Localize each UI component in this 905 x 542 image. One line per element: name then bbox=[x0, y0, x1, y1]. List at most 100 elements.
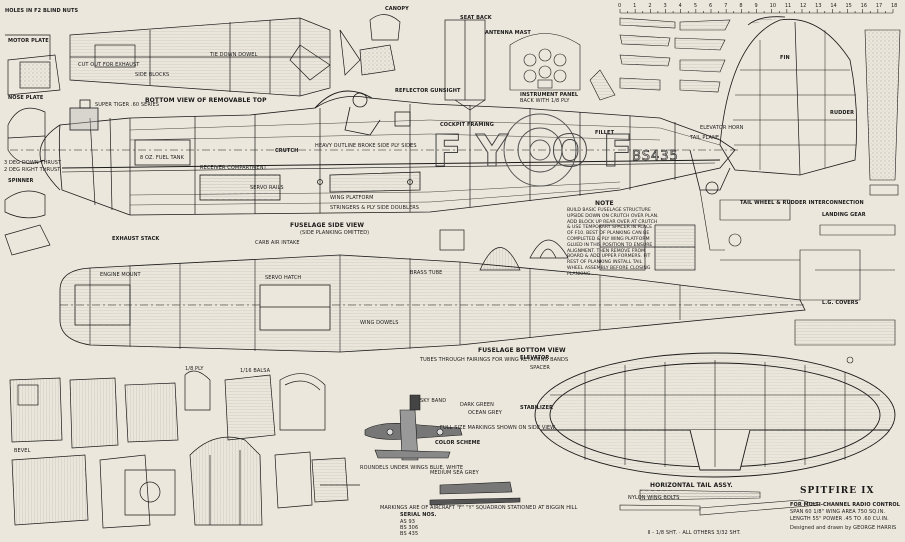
note-body: BUILD BASIC FUSELAGE STRUCTURE UPSIDE DO… bbox=[567, 208, 659, 277]
former-templates bbox=[9, 370, 360, 529]
ruler-number: 5 bbox=[694, 3, 697, 9]
label-dark-green: DARK GREEN bbox=[460, 402, 494, 408]
title-credit: Designed and drawn by GEORGE HARRIS bbox=[790, 525, 897, 531]
label-canopy: CANOPY bbox=[385, 6, 409, 12]
removable-top-bottom-view bbox=[5, 17, 331, 97]
label-blind-nuts: HOLES IN F2 BLIND NUTS bbox=[5, 8, 79, 14]
serial-3: BS 435 bbox=[400, 531, 419, 537]
ruler-number: 11 bbox=[785, 3, 791, 9]
label-reflector-sight: REFLECTOR GUNSIGHT bbox=[395, 88, 461, 94]
landing-gear-details bbox=[794, 29, 901, 364]
title-specs-2: LENGTH 55" POWER .45 TO .60 CU.IN. bbox=[790, 516, 889, 522]
nose-plate bbox=[7, 107, 46, 164]
label-nose-plate: NOSE PLATE bbox=[8, 95, 44, 101]
label-rudder: RUDDER bbox=[830, 110, 855, 116]
label-right-thrust: 2 DEG RIGHT THRUST bbox=[4, 167, 61, 173]
ruler-number: 3 bbox=[664, 3, 667, 9]
label-tie-down: TIE DOWN DOWEL bbox=[210, 52, 258, 58]
title-tail-wheel: TAIL WHEEL & RUDDER INTERCONNECTION bbox=[740, 200, 864, 206]
label-serials-header: SERIAL NOS. bbox=[400, 512, 437, 518]
label-exhaust-cutout: CUT OUT FOR EXHAUST bbox=[78, 62, 140, 68]
label-heavy-outline: HEAVY OUTLINE BROKE SIDE PLY SIDES bbox=[315, 143, 417, 149]
label-engine-mount: ENGINE MOUNT bbox=[100, 272, 141, 278]
squadron-code-letters: FY OF bbox=[432, 126, 647, 177]
label-instrument-back: BACK WITH 1/8 PLY bbox=[520, 98, 570, 104]
label-fin: FIN bbox=[780, 55, 790, 61]
label-antenna-mast: ANTENNA MAST bbox=[485, 30, 531, 36]
label-roundels: ROUNDELS UNDER WINGS BLUE, WHITE bbox=[360, 465, 464, 471]
label-exhaust-stack: EXHAUST STACK bbox=[112, 236, 160, 242]
ruler-number: 6 bbox=[709, 3, 712, 9]
ruler-number: 13 bbox=[815, 3, 821, 9]
ruler-number: 18 bbox=[891, 3, 897, 9]
ruler-number: 14 bbox=[830, 3, 836, 9]
ruler-number: 17 bbox=[876, 3, 882, 9]
ruler-number: 10 bbox=[770, 3, 776, 9]
title-horizontal-tail: HORIZONTAL TAIL ASSY. bbox=[650, 482, 733, 489]
label-side-blocks: SIDE BLOCKS bbox=[135, 72, 170, 78]
label-tube-through: TUBES THROUGH FAIRINGS FOR WING RETAININ… bbox=[420, 357, 569, 363]
label-balsa: 1/16 BALSA bbox=[240, 368, 271, 374]
label-air-intake: CARB AIR INTAKE bbox=[255, 240, 300, 246]
label-sheet-note: Ⅱ - 1/8 SHT. · ALL OTHERS 3/32 SHT. bbox=[648, 530, 741, 536]
fuselage-side-view bbox=[10, 90, 740, 216]
label-medium-grey: MEDIUM SEA GREY bbox=[430, 470, 479, 476]
fin-rudder bbox=[719, 16, 858, 176]
title-instrument-panel: INSTRUMENT PANEL bbox=[520, 92, 579, 98]
ruler-number: 9 bbox=[755, 3, 758, 9]
small-parts-top-right bbox=[589, 17, 731, 101]
label-elevator-horn: ELEVATOR HORN bbox=[700, 125, 744, 131]
label-wing-platform: WING PLATFORM bbox=[330, 195, 374, 201]
roundel bbox=[503, 113, 577, 187]
ruler-number: 0 bbox=[618, 3, 621, 9]
title-color-scheme: COLOR SCHEME bbox=[435, 440, 481, 446]
ruler-number: 7 bbox=[724, 3, 727, 9]
label-squadron-markings: MARKINGS ARE OF AIRCRAFT "F" "Y" SQUADRO… bbox=[380, 505, 578, 511]
title-fuselage-side: FUSELAGE SIDE VIEW bbox=[290, 222, 365, 229]
ruler-number: 15 bbox=[846, 3, 852, 9]
label-servo-hatch: SERVO HATCH bbox=[265, 275, 302, 281]
title-removable-top: BOTTOM VIEW OF REMOVABLE TOP bbox=[145, 97, 267, 104]
instrument-panel bbox=[509, 33, 581, 91]
color-scheme-planforms bbox=[364, 394, 521, 506]
label-sky-band: SKY BAND bbox=[420, 398, 447, 404]
title-landing-gear: LANDING GEAR bbox=[822, 212, 866, 218]
label-engine: SUPER TIGER .60 SERIES bbox=[95, 102, 160, 108]
title-fuselage-bottom: FUSELAGE BOTTOM VIEW bbox=[478, 347, 566, 354]
label-seat-back: SEAT BACK bbox=[460, 15, 492, 21]
ruler-number: 1 bbox=[633, 3, 636, 9]
subtitle-fuselage-side: (SIDE PLANKING OMITTED) bbox=[300, 230, 370, 236]
label-servo-rails: SERVO RAILS bbox=[250, 185, 284, 191]
title-main: SPITFIRE IX bbox=[800, 486, 875, 496]
cockpit-parts bbox=[289, 14, 486, 111]
note-title: NOTE bbox=[595, 200, 614, 207]
label-brass-tube: BRASS TUBE bbox=[410, 270, 443, 276]
label-ocean-grey: OCEAN GREY bbox=[468, 410, 502, 416]
serial-2: BS 306 bbox=[400, 525, 419, 531]
label-stabilizer: STABILIZER bbox=[520, 405, 554, 411]
label-cockpit-framing: COCKPIT FRAMING bbox=[440, 122, 494, 128]
label-stringers: STRINGERS & PLY SIDE DOUBLERS bbox=[330, 205, 420, 211]
ruler-number: 2 bbox=[648, 3, 651, 9]
fuselage-bottom-view bbox=[59, 254, 806, 353]
label-fillet: FILLET bbox=[595, 130, 615, 136]
serial-1: AS 93 bbox=[400, 519, 416, 525]
label-elevator: ELEVATOR bbox=[520, 355, 550, 361]
ruler-number: 8 bbox=[739, 3, 742, 9]
label-wing-dowels: WING DOWELS bbox=[360, 320, 399, 326]
aircraft-serial: BS435 bbox=[632, 149, 679, 164]
label-motor-plate: MOTOR PLATE bbox=[8, 38, 49, 44]
label-receiver: RECEIVER COMPARTMENT bbox=[200, 165, 267, 171]
label-wing-bolts: NYLON WING BOLTS bbox=[628, 495, 680, 501]
label-spacer: SPACER bbox=[530, 365, 550, 371]
label-bevel: BEVEL bbox=[14, 448, 31, 454]
tail-wheel-assembly bbox=[699, 189, 800, 261]
horizontal-tail-assembly bbox=[534, 352, 896, 478]
ruler-number: 16 bbox=[861, 3, 867, 9]
label-ply-sheet: 1/8 PLY bbox=[185, 366, 204, 372]
wing-bolt-details bbox=[619, 489, 821, 516]
label-fuel-tank: 8 OZ. FUEL TANK bbox=[140, 155, 184, 161]
label-spinner: SPINNER bbox=[8, 178, 34, 184]
